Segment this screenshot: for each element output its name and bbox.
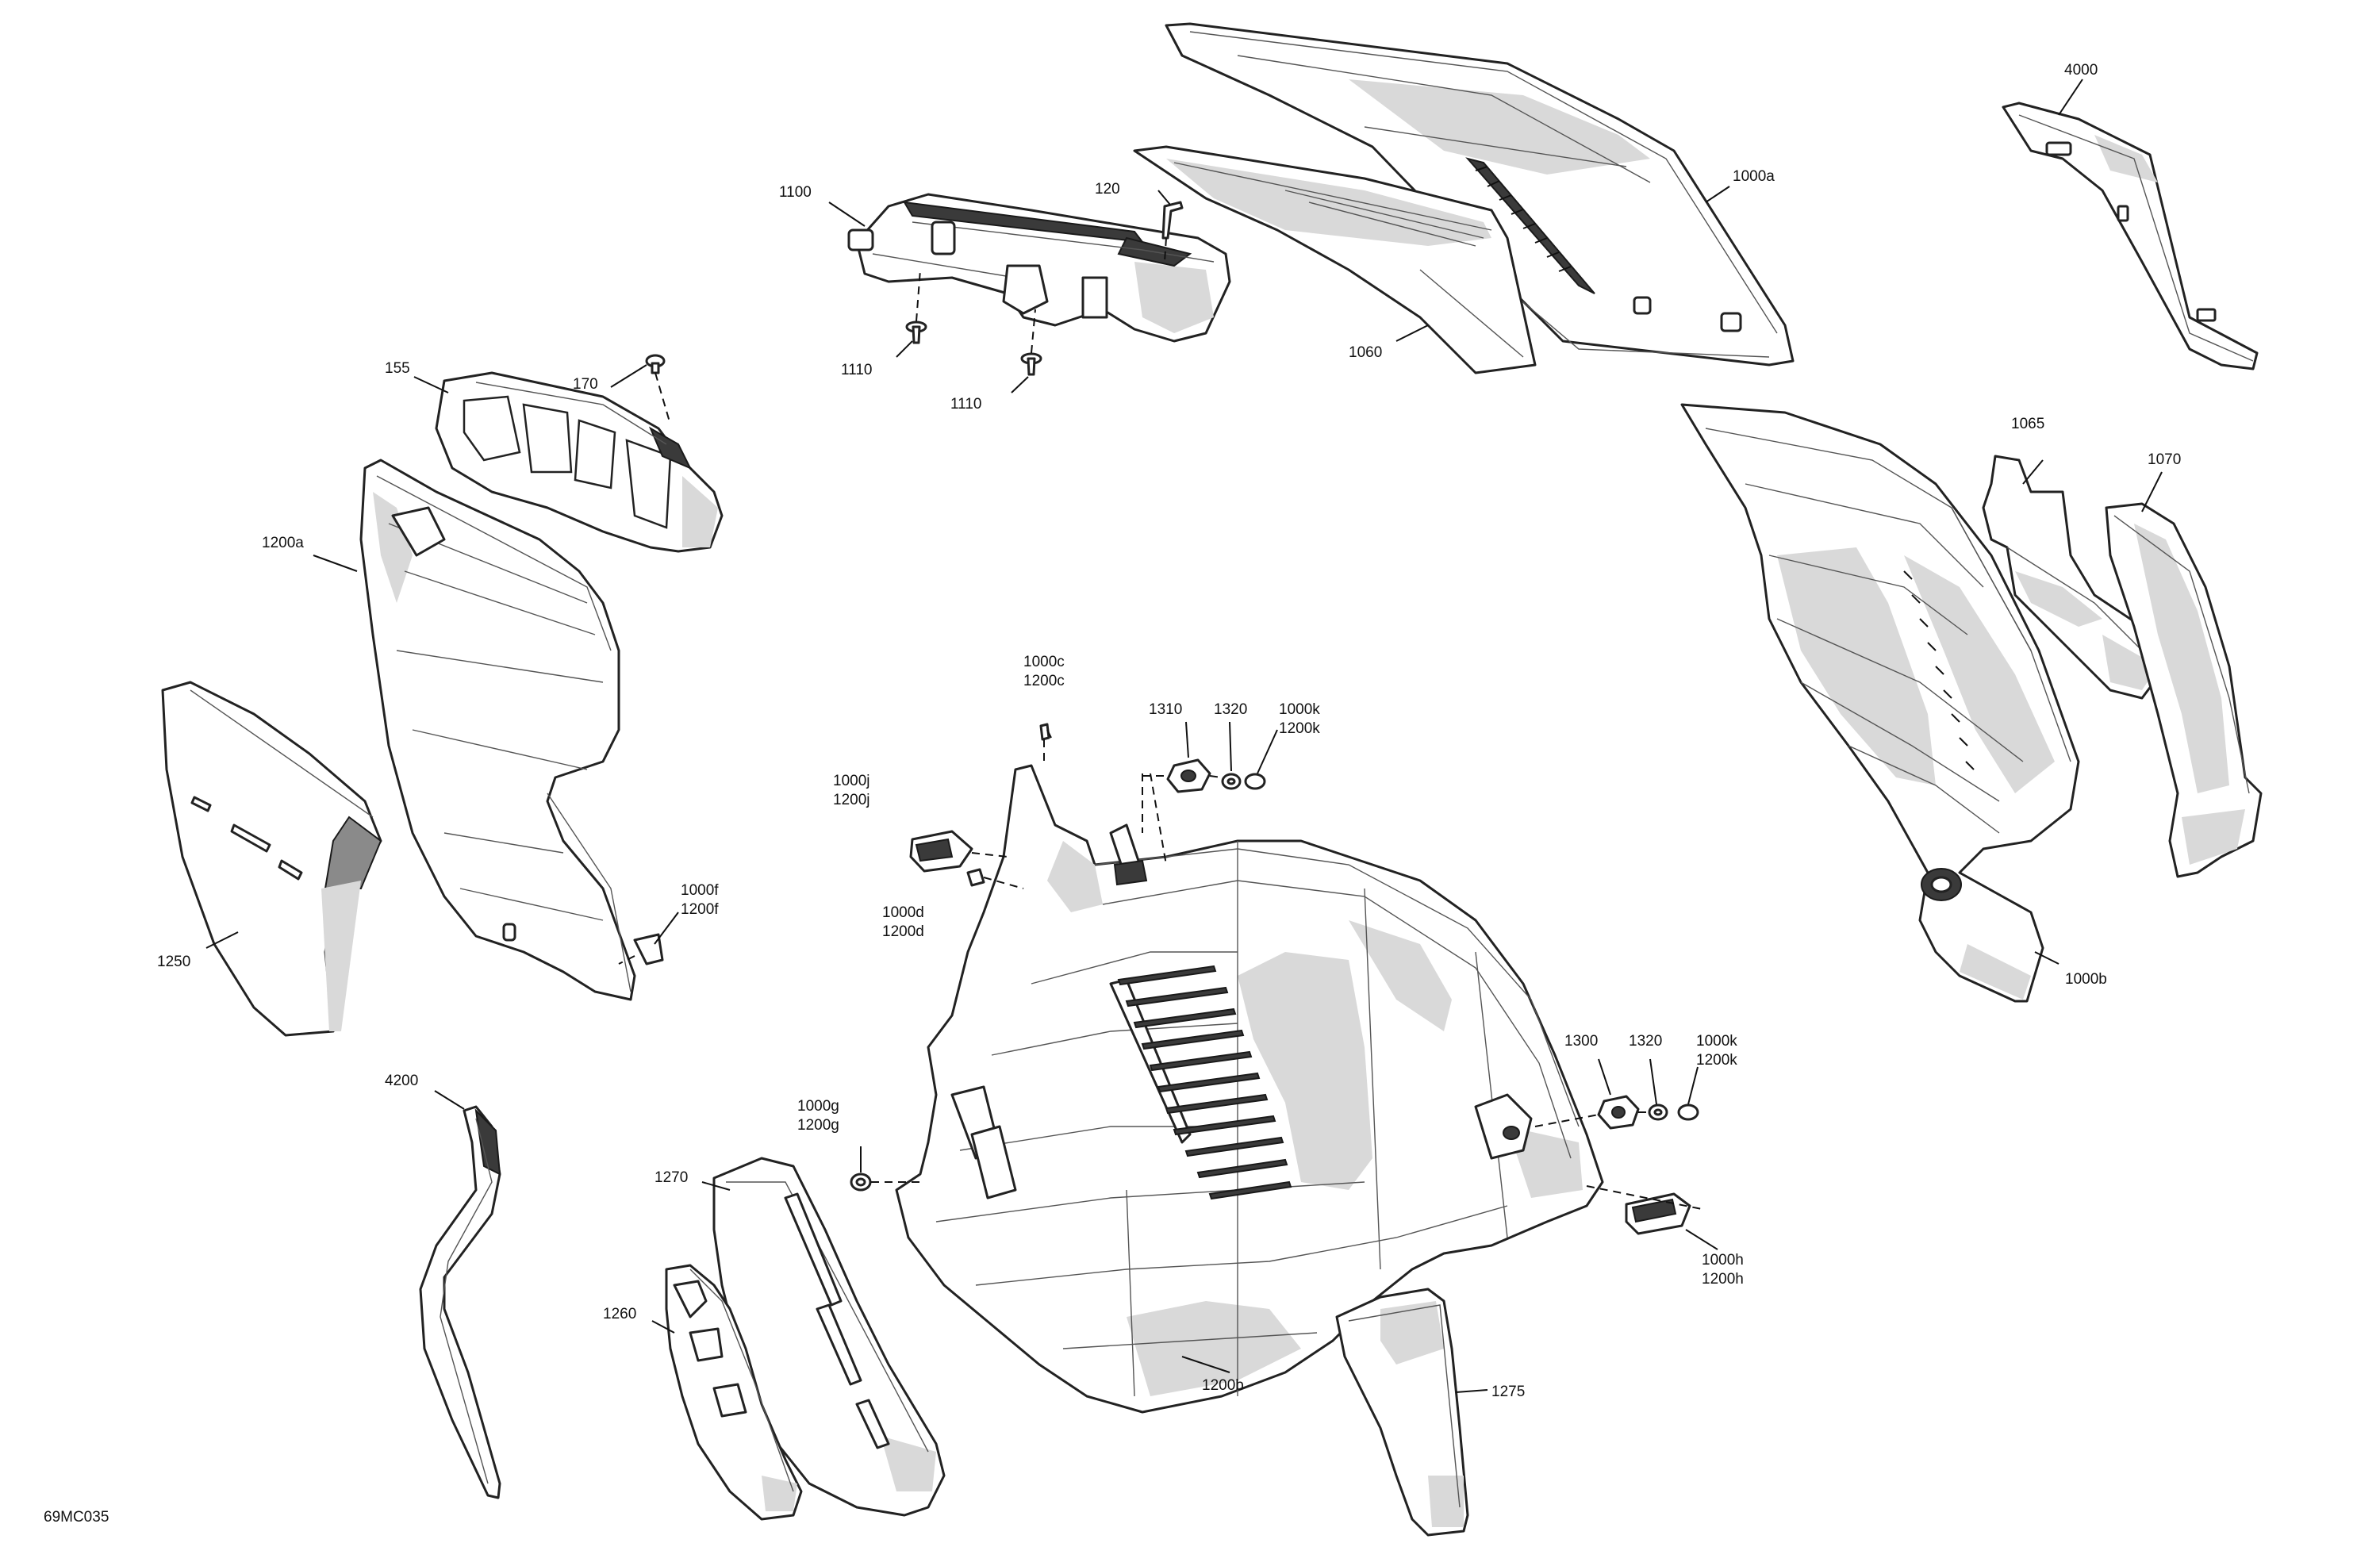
- screw-1110-a[interactable]: [905, 320, 927, 344]
- vent-louvers-1200b: [1117, 965, 1292, 1200]
- label-1060: 1060: [1349, 344, 1382, 361]
- part-1060[interactable]: [1133, 145, 1537, 374]
- label-1100: 1100: [779, 184, 812, 201]
- vent-ribs-1000b: [1903, 570, 1975, 770]
- label-1000b: 1000b: [2065, 971, 2107, 988]
- label-1275: 1275: [1491, 1384, 1525, 1400]
- label-1000j: 1000j: [833, 773, 870, 789]
- label-155: 155: [385, 360, 410, 377]
- part-1000a[interactable]: [1165, 22, 1795, 367]
- part-1200a[interactable]: [359, 459, 636, 1001]
- clip-1000h-1200h[interactable]: [1625, 1192, 1691, 1235]
- label-1000k-b: 1000k: [1696, 1033, 1737, 1050]
- vent-ribs-1000a: [1465, 157, 1595, 294]
- label-1200k-a: 1200k: [1279, 720, 1320, 737]
- nut-1310[interactable]: [1166, 758, 1211, 793]
- clip-1000j-1200j[interactable]: [909, 830, 973, 873]
- washer-1320-b[interactable]: [1648, 1104, 1668, 1121]
- label-120: 120: [1095, 181, 1120, 198]
- label-1320-a: 1320: [1214, 701, 1247, 718]
- label-1000a: 1000a: [1733, 168, 1775, 185]
- label-1200k-b: 1200k: [1696, 1052, 1737, 1069]
- part-1100[interactable]: [847, 193, 1231, 343]
- screw-1110-b[interactable]: [1020, 352, 1042, 376]
- part-1070[interactable]: [2105, 502, 2263, 878]
- label-1065: 1065: [2011, 416, 2044, 432]
- label-4000: 4000: [2064, 62, 2098, 79]
- label-1200h: 1200h: [1702, 1271, 1744, 1288]
- part-1250[interactable]: [161, 681, 382, 1037]
- screw-1000k-1200k-a[interactable]: [1244, 773, 1266, 790]
- label-1110-a: 1110: [841, 362, 872, 378]
- label-1320-b: 1320: [1629, 1033, 1662, 1050]
- label-1000d: 1000d: [882, 904, 924, 921]
- label-1270: 1270: [654, 1169, 688, 1186]
- label-1200a: 1200a: [262, 535, 304, 551]
- diagram-code: 69MC035: [44, 1509, 109, 1526]
- label-1000f: 1000f: [681, 882, 719, 899]
- part-1200b[interactable]: [895, 764, 1604, 1414]
- label-4200: 4200: [385, 1073, 418, 1089]
- label-1200c: 1200c: [1023, 673, 1065, 689]
- part-155[interactable]: [435, 371, 724, 553]
- label-1000h: 1000h: [1702, 1252, 1744, 1269]
- part-4200[interactable]: [419, 1105, 501, 1499]
- screw-1000c-1200c[interactable]: [1039, 723, 1050, 741]
- label-1110-b: 1110: [950, 396, 981, 413]
- label-1310: 1310: [1149, 701, 1182, 718]
- screw-170[interactable]: [645, 354, 666, 374]
- label-1200b: 1200b: [1202, 1377, 1244, 1394]
- washer-1320-a[interactable]: [1221, 773, 1242, 790]
- label-1260: 1260: [603, 1306, 636, 1322]
- label-1200j: 1200j: [833, 792, 870, 808]
- label-1200d: 1200d: [882, 923, 924, 940]
- label-1300: 1300: [1564, 1033, 1598, 1050]
- nut-1300[interactable]: [1597, 1095, 1640, 1130]
- part-1260[interactable]: [665, 1264, 803, 1521]
- part-1065[interactable]: [1982, 455, 2167, 700]
- label-1000k-a: 1000k: [1279, 701, 1320, 718]
- label-1000c: 1000c: [1023, 654, 1065, 670]
- callout-labels: 4000 1000a 1100 120 1110 1110 1060 155 1…: [44, 62, 2181, 1526]
- label-1000g: 1000g: [797, 1098, 839, 1115]
- part-4000[interactable]: [2002, 102, 2259, 370]
- part-1275[interactable]: [1335, 1288, 1469, 1537]
- leader-lines: [205, 79, 2163, 1393]
- screw-120[interactable]: [1161, 201, 1184, 240]
- part-1000b[interactable]: [1680, 403, 2080, 1003]
- clip-1000d-1200d[interactable]: [966, 868, 985, 887]
- label-1070: 1070: [2148, 451, 2181, 468]
- label-1250: 1250: [157, 954, 190, 970]
- screw-1000k-1200k-b[interactable]: [1677, 1104, 1699, 1121]
- clip-1000g-1200g[interactable]: [850, 1173, 872, 1192]
- label-1200g: 1200g: [797, 1117, 839, 1134]
- label-1200f: 1200f: [681, 901, 719, 918]
- label-170: 170: [573, 376, 598, 393]
